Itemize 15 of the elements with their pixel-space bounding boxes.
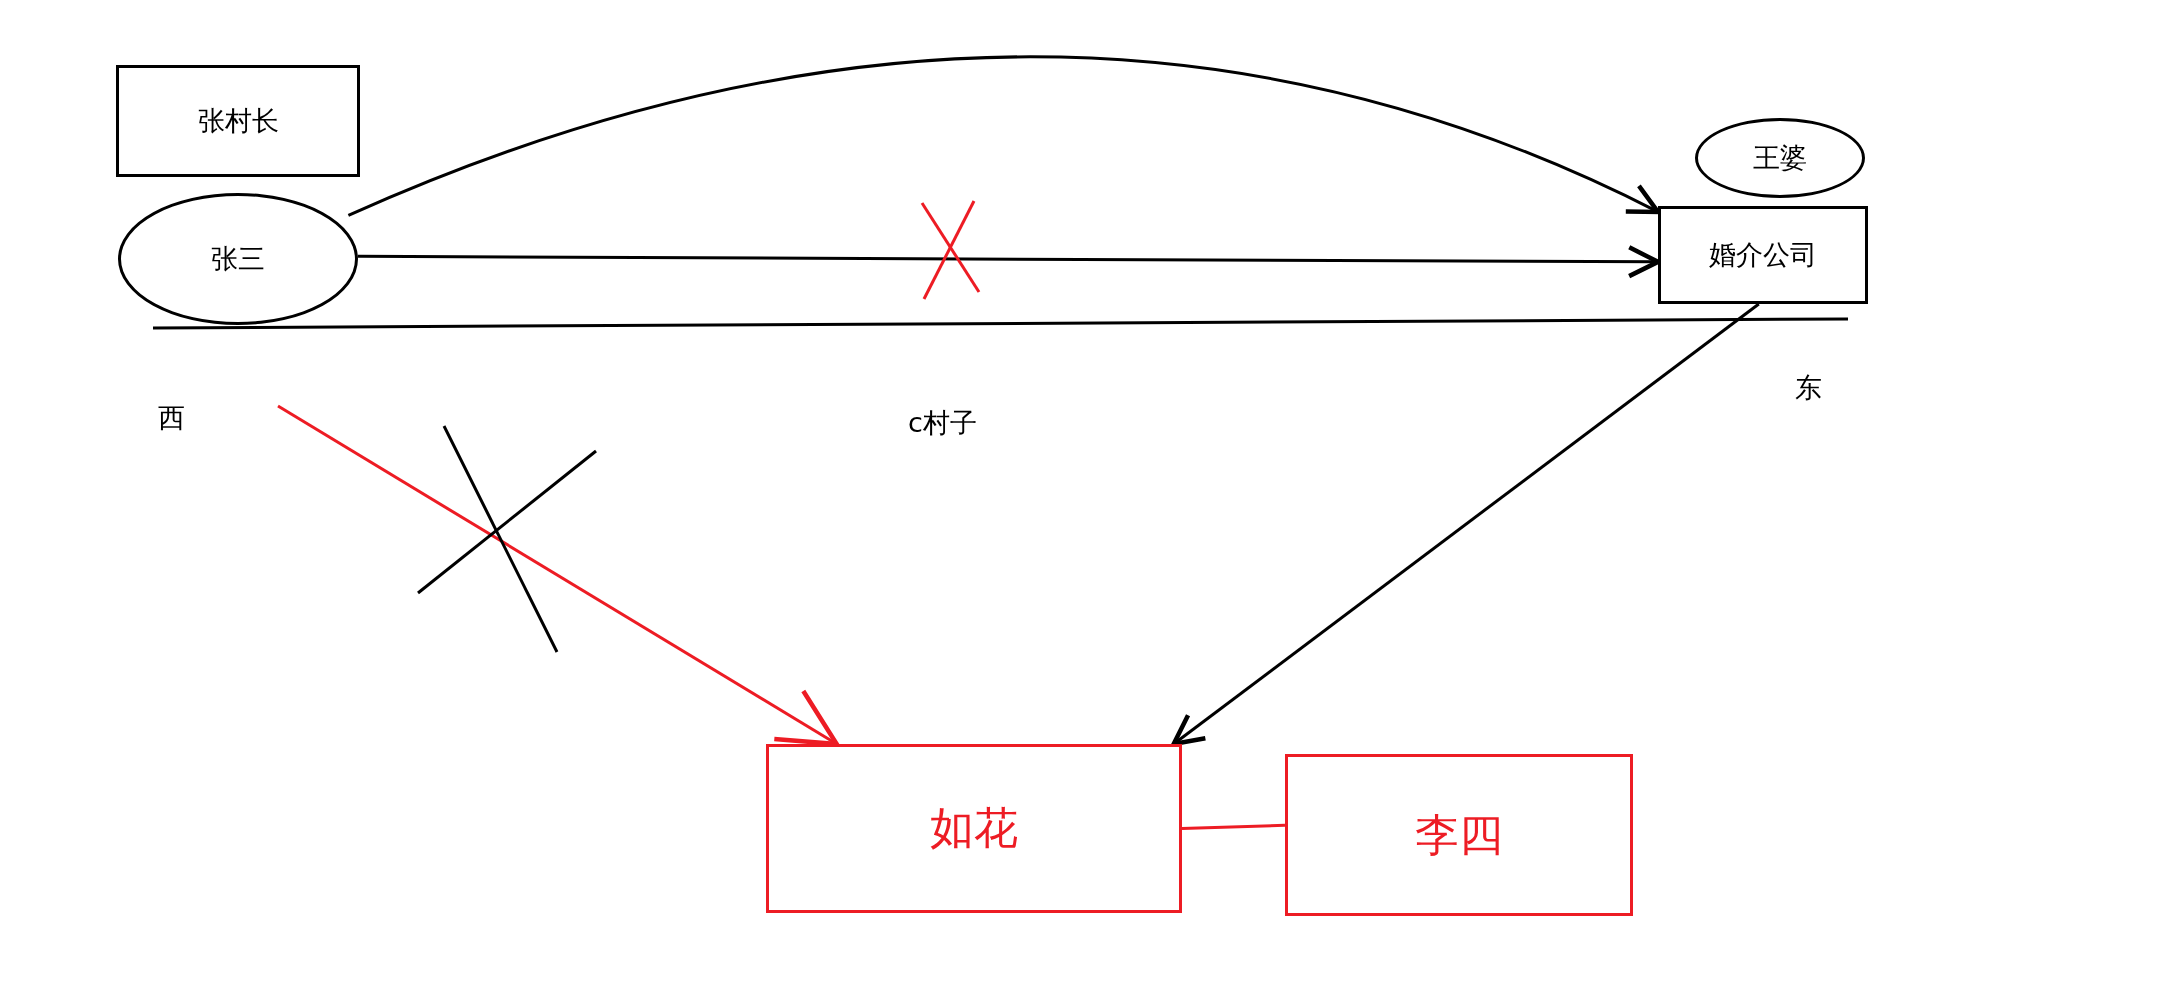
text-box [766,744,1182,913]
node-label: 王婆 [1753,141,1807,175]
place-label: c村子 [908,406,977,440]
arrow [1171,302,1760,747]
node-label: 张三 [211,242,265,276]
node-label: 如花 [930,801,1018,855]
text-box [1285,754,1633,916]
node-label: 张村长 [197,104,279,138]
node-label: 李四 [1415,807,1503,862]
place-label: 西 [158,401,185,435]
node-label: 婚介公司 [1709,238,1817,272]
text-box [116,65,360,177]
connector-line [1181,823,1286,830]
place-label: 东 [1795,371,1822,405]
text-box [1658,206,1868,304]
